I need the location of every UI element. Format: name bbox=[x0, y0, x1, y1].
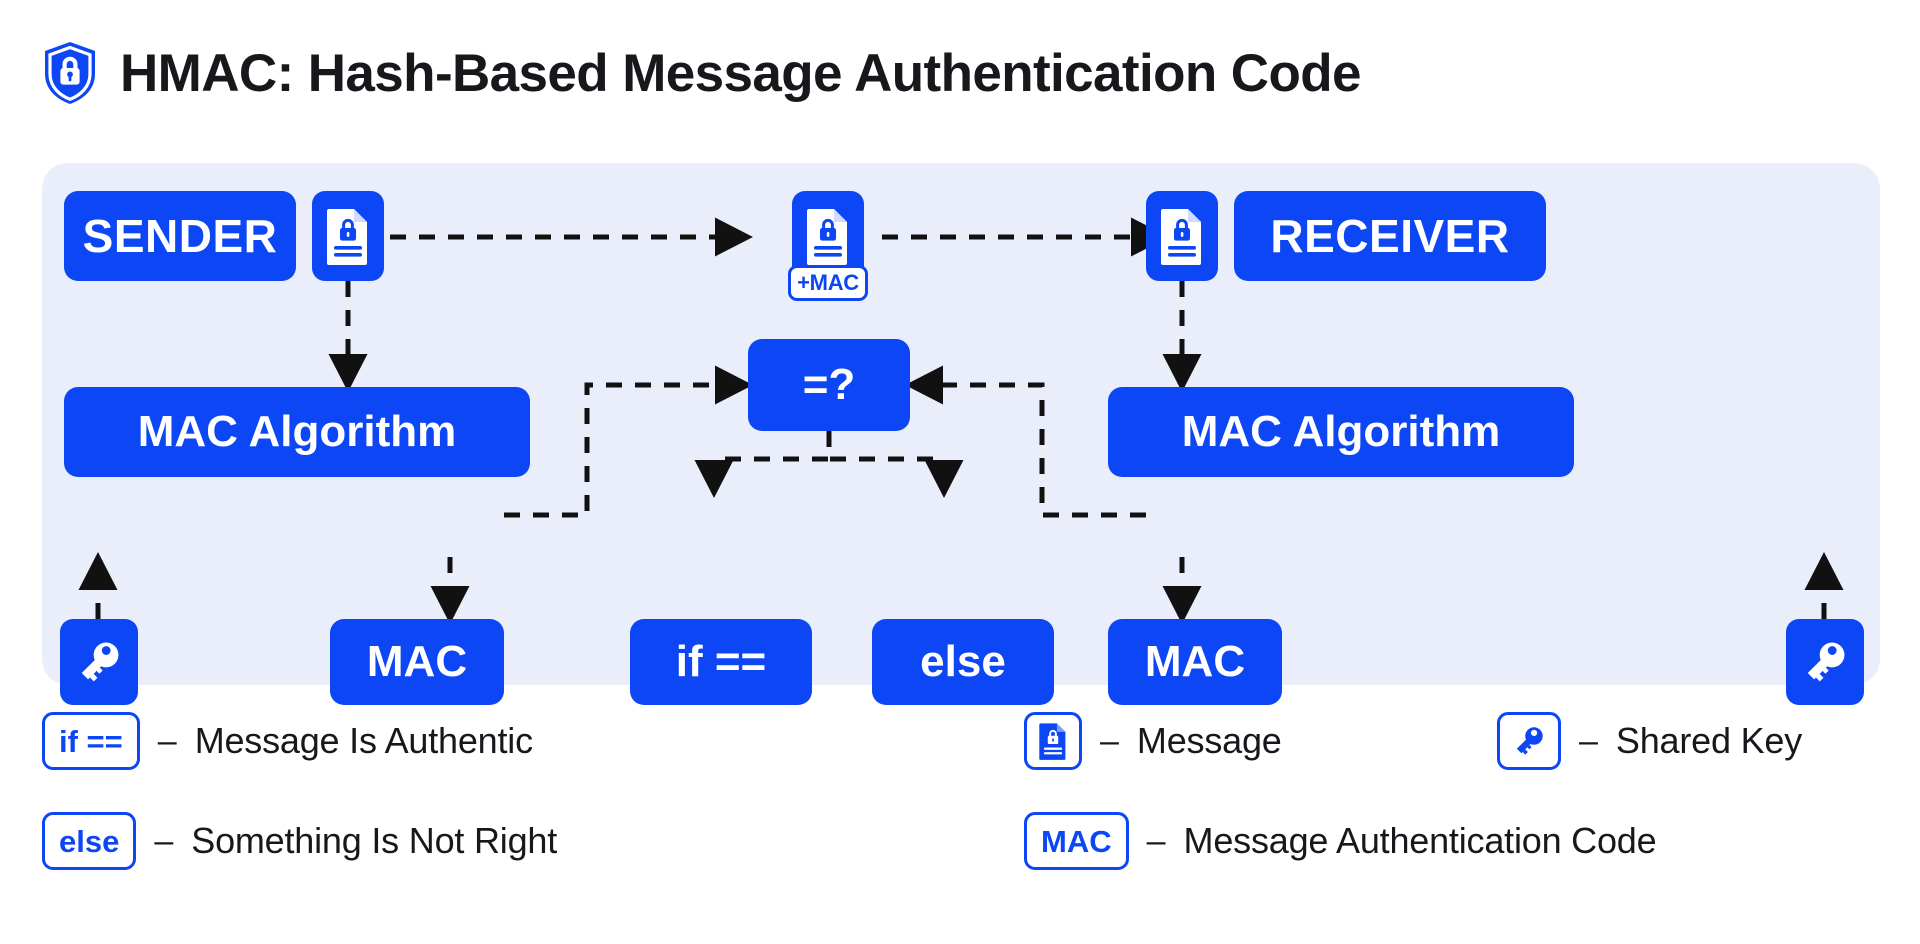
legend-chip-else[interactable]: else bbox=[42, 812, 137, 870]
diagram-panel: SENDER bbox=[42, 163, 1880, 705]
legend: if == – Message Is Authentic – Message bbox=[42, 710, 1892, 910]
mac-badge: +MAC bbox=[788, 265, 868, 301]
node-receiver-mac-algorithm-label: MAC Algorithm bbox=[1181, 407, 1501, 456]
node-receiver-message[interactable] bbox=[1146, 191, 1218, 281]
message-document-icon bbox=[327, 209, 367, 265]
legend-chip-message[interactable] bbox=[1024, 712, 1082, 770]
legend-label-mac: Message Authentication Code bbox=[1183, 820, 1657, 861]
legend-item-mac: MAC – Message Authentication Code bbox=[1024, 810, 1657, 872]
node-sender-label: SENDER bbox=[82, 210, 278, 262]
page-title-text: HMAC: Hash-Based Message Authentication … bbox=[120, 43, 1361, 103]
node-sender-mac-algorithm[interactable]: MAC Algorithm bbox=[64, 387, 530, 477]
node-receiver-key[interactable] bbox=[1786, 619, 1864, 705]
node-compare[interactable]: =? bbox=[748, 339, 910, 431]
connector-receiver-mac-to-compare bbox=[904, 365, 1146, 518]
legend-item-else: else – Something Is Not Right bbox=[42, 810, 557, 872]
legend-dash: – bbox=[1100, 722, 1119, 760]
connector-compare-to-else bbox=[826, 431, 964, 499]
mac-badge-label: +MAC bbox=[797, 270, 859, 295]
node-if-equal-label: if == bbox=[675, 637, 767, 686]
legend-dash: – bbox=[154, 822, 174, 860]
message-document-icon bbox=[1039, 723, 1066, 760]
node-receiver-label: RECEIVER bbox=[1270, 210, 1510, 262]
legend-chip-if-equal[interactable]: if == bbox=[42, 712, 140, 770]
shield-lock-icon bbox=[45, 42, 95, 104]
node-sender-mac[interactable]: MAC bbox=[330, 619, 504, 705]
node-sender-mac-algorithm-label: MAC Algorithm bbox=[137, 407, 457, 456]
node-sender-message[interactable] bbox=[312, 191, 384, 281]
node-else[interactable]: else bbox=[872, 619, 1054, 705]
node-compare-label: =? bbox=[802, 360, 856, 409]
message-document-icon bbox=[807, 209, 847, 265]
legend-label-else: Something Is Not Right bbox=[191, 820, 558, 861]
node-receiver-mac-algorithm[interactable]: MAC Algorithm bbox=[1108, 387, 1574, 477]
key-icon bbox=[81, 642, 119, 682]
node-receiver-mac-label: MAC bbox=[1144, 637, 1246, 686]
legend-item-message: – Message bbox=[1024, 710, 1282, 772]
key-icon bbox=[1807, 642, 1845, 682]
node-receiver-mac[interactable]: MAC bbox=[1108, 619, 1282, 705]
legend-item-shared-key: – Shared Key bbox=[1497, 710, 1802, 772]
message-document-icon bbox=[1161, 209, 1201, 265]
legend-dash: – bbox=[1579, 722, 1598, 760]
node-receiver[interactable]: RECEIVER bbox=[1234, 191, 1546, 281]
node-else-label: else bbox=[920, 637, 1006, 686]
legend-label-message: Message bbox=[1136, 720, 1282, 761]
connector-sender-mac-to-compare bbox=[504, 365, 754, 518]
node-if-equal[interactable]: if == bbox=[630, 619, 812, 705]
legend-dash: – bbox=[157, 722, 177, 760]
legend-item-if-equal: if == – Message Is Authentic bbox=[42, 710, 533, 772]
node-sender[interactable]: SENDER bbox=[64, 191, 296, 281]
connector-compare-to-if bbox=[694, 431, 832, 499]
legend-label-if-equal: Message Is Authentic bbox=[194, 720, 533, 761]
page-title: HMAC: Hash-Based Message Authentication … bbox=[42, 34, 1361, 112]
legend-label-shared-key: Shared Key bbox=[1615, 720, 1803, 761]
legend-dash: – bbox=[1146, 822, 1166, 860]
connector-layer bbox=[78, 217, 1844, 625]
legend-chip-mac[interactable]: MAC bbox=[1024, 812, 1129, 870]
node-sender-key[interactable] bbox=[60, 619, 138, 705]
node-sender-mac-label: MAC bbox=[366, 637, 468, 686]
legend-chip-shared-key[interactable] bbox=[1497, 712, 1561, 770]
key-icon bbox=[1516, 727, 1543, 755]
